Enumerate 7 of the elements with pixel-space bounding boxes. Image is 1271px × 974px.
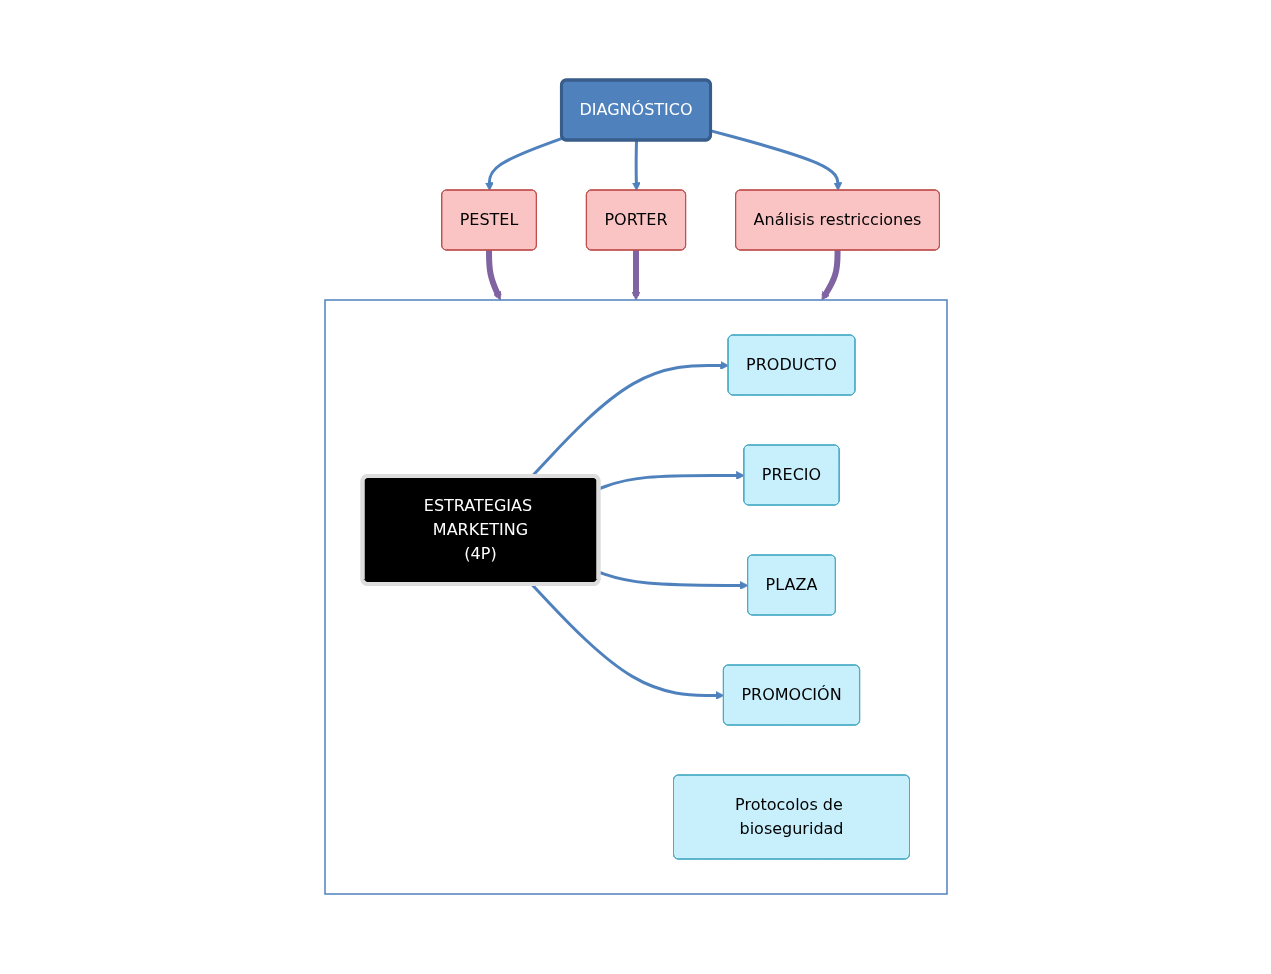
arrow <box>485 250 501 301</box>
arrow <box>710 129 842 191</box>
arrow <box>484 136 563 191</box>
arrow <box>631 140 641 191</box>
cluster <box>323 299 948 895</box>
arrow <box>631 250 640 301</box>
arrow <box>820 250 840 301</box>
